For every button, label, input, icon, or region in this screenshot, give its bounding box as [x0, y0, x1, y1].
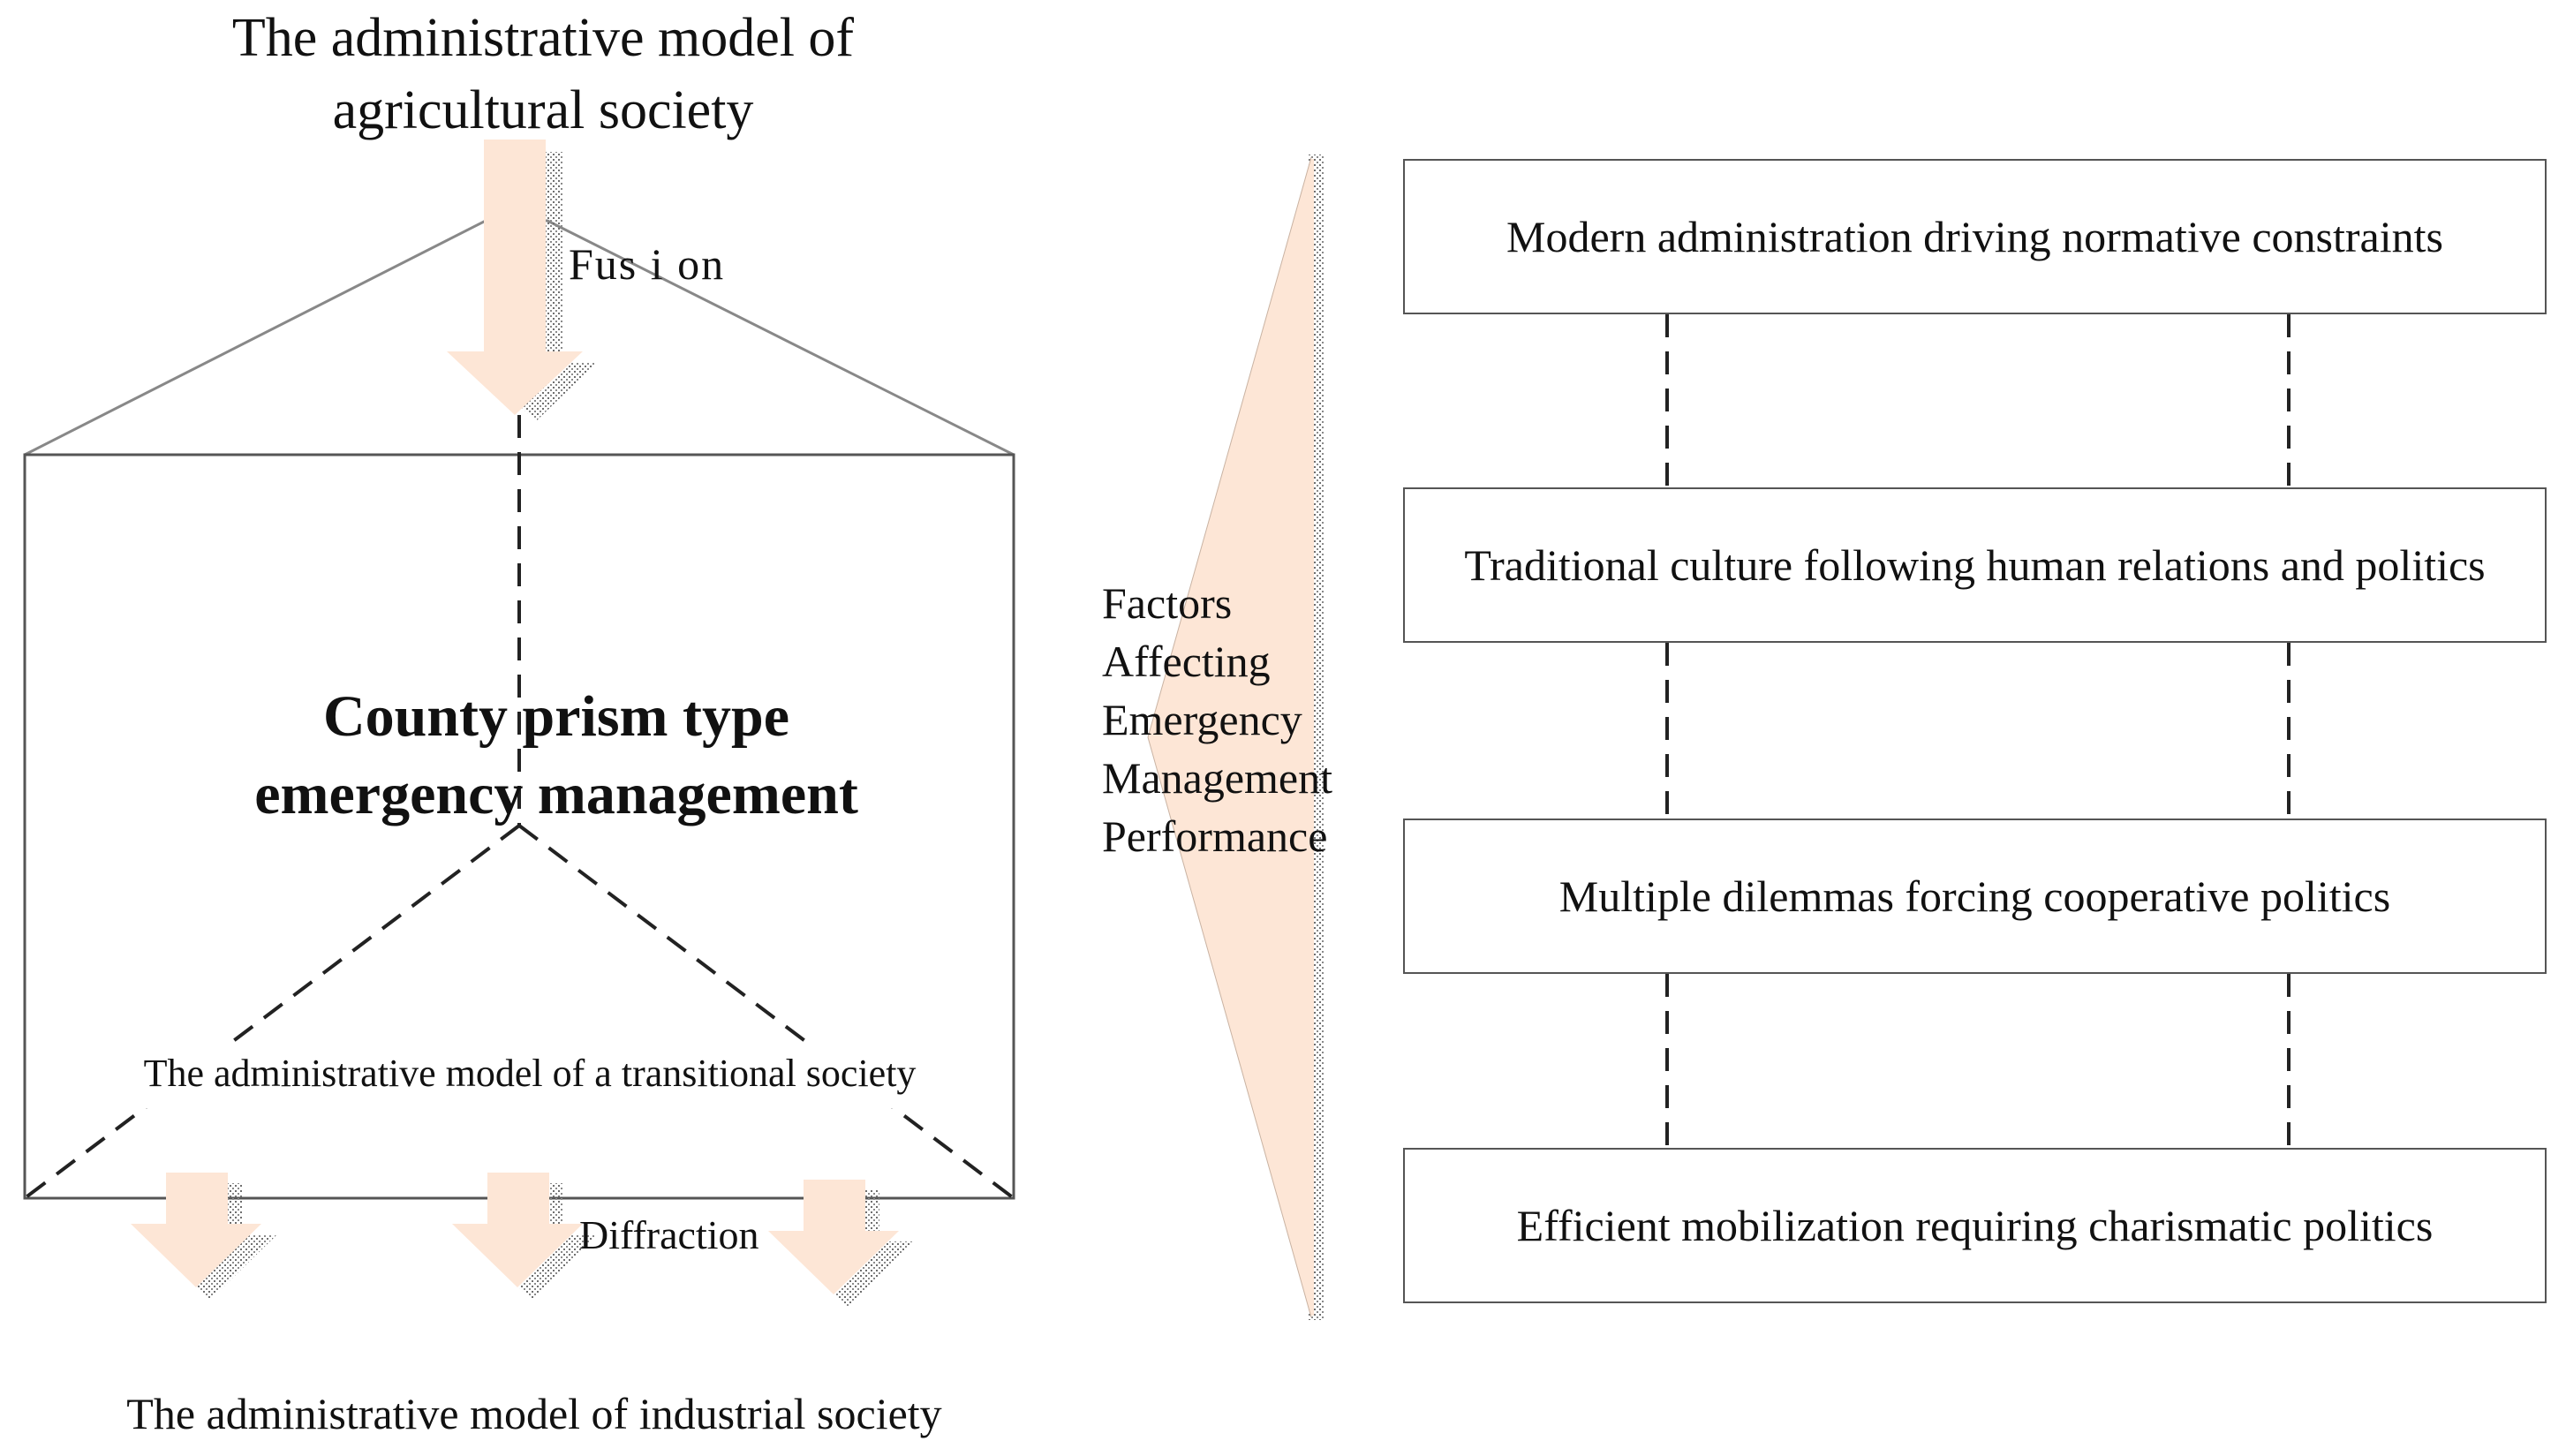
diffraction-arrow-left — [131, 1173, 277, 1300]
transitional-society-label: The administrative model of a transition… — [143, 1052, 917, 1095]
industrial-society-label: The administrative model of industrial s… — [126, 1389, 942, 1438]
factor-box-traditional-culture: Traditional culture following human rela… — [1403, 487, 2547, 643]
factor-box-modern-administration: Modern administration driving normative … — [1403, 159, 2547, 314]
diffraction-arrow-right — [768, 1180, 915, 1307]
factor-box-efficient-mobilization: Efficient mobilization requiring charism… — [1403, 1148, 2547, 1303]
diffraction-arrow-middle — [452, 1173, 599, 1300]
factors-triangle-arrow — [1147, 155, 1325, 1320]
factor-box-multiple-dilemmas: Multiple dilemmas forcing cooperative po… — [1403, 819, 2547, 974]
factors-affecting-label: Factors Affecting Emergency Management P… — [1102, 578, 1333, 861]
county-prism-title: County prism type emergency management — [254, 684, 858, 826]
diffraction-label: Diffraction — [579, 1212, 759, 1257]
prism-right-dashed-diagonal — [517, 824, 1015, 1200]
fusion-label: Fus i on — [569, 239, 726, 289]
agricultural-society-label: The administrative model of agricultural… — [231, 8, 855, 140]
prism-left-dashed-diagonal — [23, 824, 521, 1200]
fusion-arrow — [447, 140, 598, 421]
box-connectors — [1665, 314, 2291, 1146]
